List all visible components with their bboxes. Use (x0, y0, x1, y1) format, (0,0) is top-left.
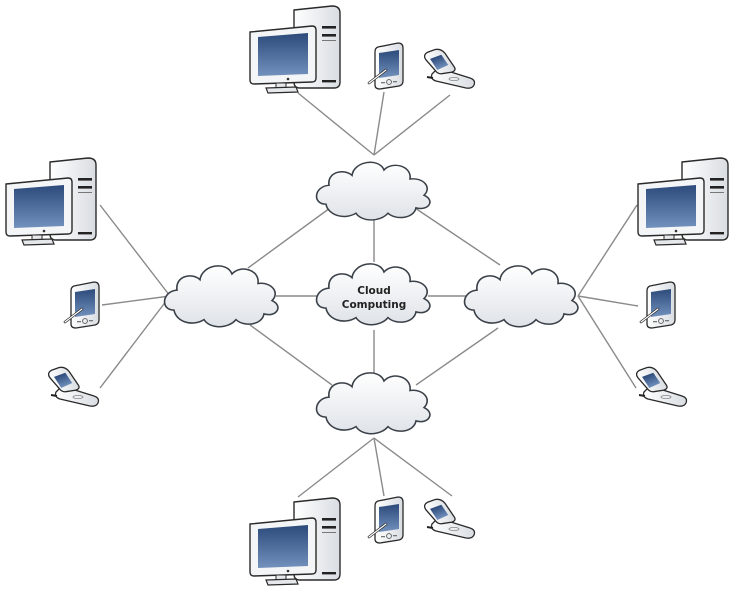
link-bottom-desktop (297, 437, 375, 498)
pda-icon (63, 280, 101, 330)
cloud-top (315, 161, 431, 221)
link-right-pda (577, 295, 639, 307)
link-top-left (247, 207, 331, 269)
pda-icon (367, 41, 405, 91)
cloud-left (163, 265, 279, 328)
link-left-phone (99, 295, 171, 389)
link-bottom-right (415, 327, 499, 386)
flip-phone-icon (422, 494, 476, 540)
link-left-pda (101, 295, 171, 306)
link-top-phone (373, 94, 451, 156)
links (99, 91, 639, 498)
flip-phone-icon (46, 362, 100, 408)
cloud-bottom (315, 372, 431, 435)
link-top-desktop (297, 92, 375, 156)
desktop-computer-icon (249, 497, 341, 586)
pda-icon (367, 495, 405, 545)
cloud-center-label-line2: Computing (342, 299, 406, 311)
cloud-right (463, 265, 579, 328)
link-bottom-pda (373, 437, 385, 497)
cloud-center-label-line1: Cloud (357, 285, 391, 297)
flip-phone-icon (634, 362, 688, 408)
link-top-right (414, 207, 501, 266)
link-right-phone (577, 295, 637, 389)
flip-phone-icon (422, 44, 476, 90)
link-top-pda (373, 91, 385, 156)
desktop-computer-icon (249, 5, 341, 94)
pda-icon (639, 280, 677, 330)
desktop-computer-icon (637, 157, 729, 246)
link-left-desktop (99, 204, 171, 297)
desktop-computer-icon (5, 157, 97, 246)
link-right-desktop (577, 204, 638, 297)
link-bottom-left (249, 324, 333, 386)
link-bottom-phone (373, 437, 453, 497)
